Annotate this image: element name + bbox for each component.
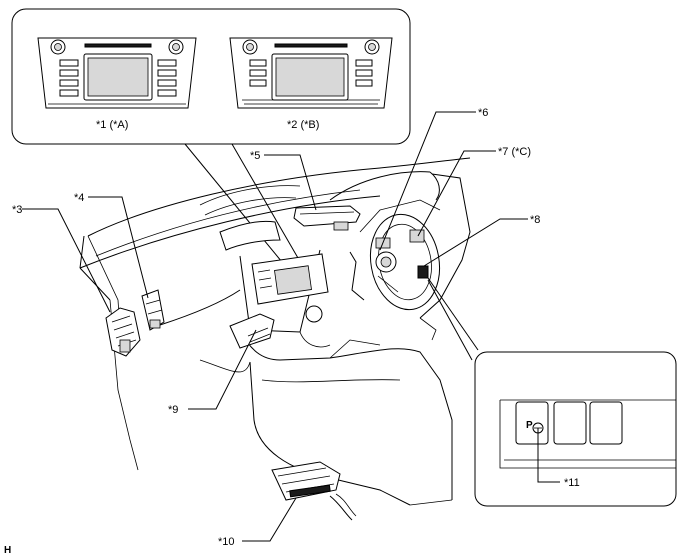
component-3 — [105, 307, 141, 357]
component-4 — [141, 289, 165, 331]
callout-4-label: *4 — [74, 192, 84, 204]
callout-9-line — [188, 329, 257, 410]
figure-code: H — [4, 545, 11, 556]
callout-1-label: *1 (*A) — [96, 119, 128, 131]
callout-3-line — [22, 208, 111, 313]
audio-unit-type-a — [37, 37, 197, 109]
component-5 — [293, 205, 361, 231]
callout-4-line — [88, 196, 149, 299]
parking-switch-inset: P — [474, 351, 677, 507]
callout-10-line — [242, 497, 297, 542]
callout-5-label: *5 — [250, 150, 260, 162]
callout-6-line — [379, 111, 476, 251]
zoom-leader-line-top — [427, 277, 479, 351]
callout-7-label: *7 (*C) — [498, 146, 531, 158]
callout-2-label: *2 (*B) — [287, 119, 319, 131]
component-8 — [417, 265, 429, 279]
callout-5-line — [264, 154, 317, 211]
parking-p-icon: P — [526, 420, 533, 431]
callout-3-label: *3 — [12, 204, 22, 216]
callout-10-label: *10 — [218, 536, 235, 548]
callout-9-label: *9 — [168, 404, 178, 416]
component-9 — [229, 313, 275, 349]
audio-unit-type-b — [229, 37, 393, 109]
zoom-leader-line-bottom — [427, 279, 473, 361]
callout-11-label: *11 — [564, 477, 580, 489]
head-unit-installed — [251, 253, 329, 305]
audio-unit-inset: *1 (*A) *2 (*B) — [11, 8, 411, 145]
callout-11-line — [537, 428, 560, 483]
callout-8-line — [423, 218, 528, 267]
component-10 — [271, 461, 357, 521]
callout-7-line — [417, 150, 496, 237]
component-7 — [409, 229, 425, 243]
callout-6-label: *6 — [478, 107, 488, 119]
inset-leader-line-right — [231, 143, 299, 259]
inset-leader-line-left — [184, 143, 283, 263]
callout-8-label: *8 — [530, 214, 540, 226]
